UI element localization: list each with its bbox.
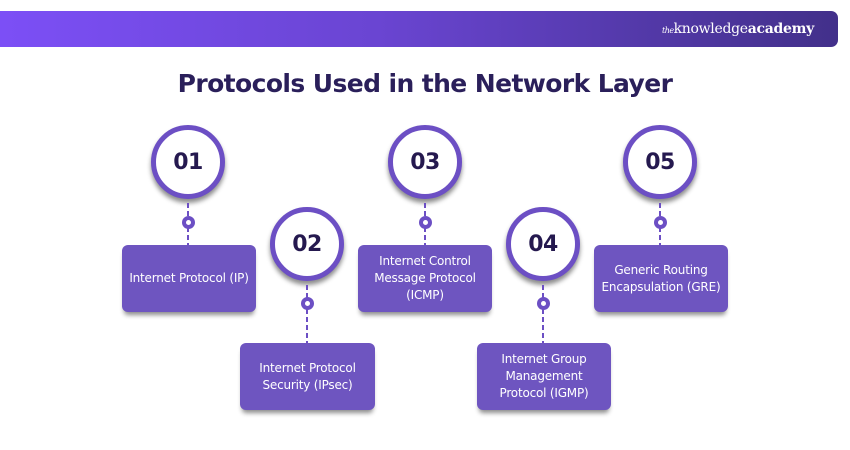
protocol-label: Generic Routing Encapsulation (GRE) — [601, 262, 721, 294]
protocol-label: Internet Protocol Security (IPsec) — [259, 360, 356, 392]
step-number: 03 — [410, 149, 440, 175]
connector-line — [542, 285, 544, 343]
header-banner: theknowledgeacademy — [0, 11, 838, 47]
step-circle-03: 03 — [388, 125, 462, 199]
step-circle-05: 05 — [623, 125, 697, 199]
protocol-label: Internet Control Message Protocol (ICMP) — [374, 254, 476, 302]
connector-node-icon — [182, 216, 195, 229]
step-circle-02: 02 — [270, 207, 344, 281]
logo-word-academy: academy — [747, 21, 815, 37]
step-number: 01 — [173, 149, 203, 175]
brand-logo: theknowledgeacademy — [662, 19, 814, 41]
connector-node-icon — [419, 216, 432, 229]
logo-word-knowledge: knowledge — [673, 21, 748, 37]
connector-node-icon — [537, 297, 550, 310]
step-number: 02 — [292, 231, 322, 257]
protocol-card-ip: Internet Protocol (IP) — [122, 245, 256, 312]
logo-prefix: the — [661, 26, 674, 35]
connector-node-icon — [654, 216, 667, 229]
connector-node-icon — [301, 297, 314, 310]
step-circle-04: 04 — [506, 207, 580, 281]
step-circle-01: 01 — [151, 125, 225, 199]
protocol-card-icmp: Internet Control Message Protocol (ICMP) — [358, 245, 492, 312]
protocol-label: Internet Protocol (IP) — [129, 271, 249, 285]
protocol-card-ipsec: Internet Protocol Security (IPsec) — [240, 343, 375, 410]
protocol-label: Internet Group Management Protocol (IGMP… — [499, 352, 589, 400]
step-number: 04 — [528, 231, 558, 257]
protocol-card-gre: Generic Routing Encapsulation (GRE) — [594, 245, 728, 312]
protocol-card-igmp: Internet Group Management Protocol (IGMP… — [477, 343, 611, 410]
step-number: 05 — [645, 149, 675, 175]
connector-line — [306, 285, 308, 343]
page-title: Protocols Used in the Network Layer — [177, 69, 673, 98]
